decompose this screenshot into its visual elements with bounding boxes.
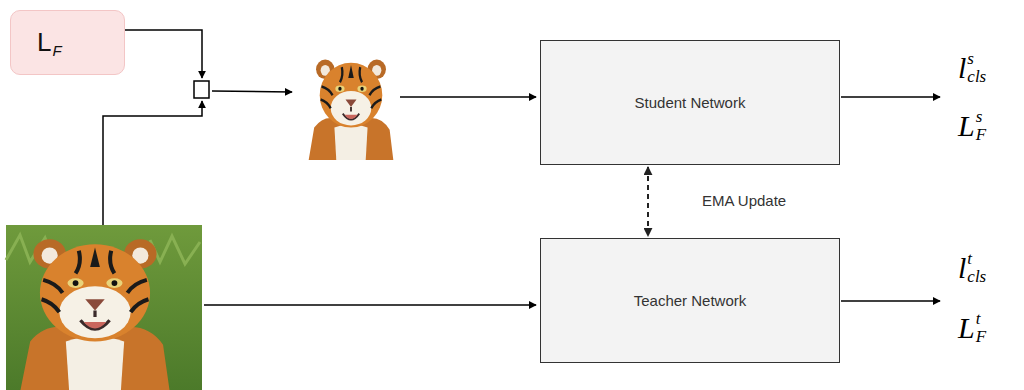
output-symbol: LtF bbox=[958, 310, 986, 346]
edge-label: EMA Update bbox=[700, 192, 788, 209]
process-box: Teacher Network bbox=[540, 238, 840, 363]
superscript: s bbox=[976, 108, 986, 126]
output-symbol: lscls bbox=[958, 50, 986, 86]
tiger-photo bbox=[6, 225, 202, 390]
loss-symbol: L bbox=[37, 27, 51, 58]
symbol-base: l bbox=[958, 253, 966, 283]
tiger-crop bbox=[305, 50, 397, 162]
superscript: t bbox=[976, 310, 986, 328]
subscript: cls bbox=[967, 268, 986, 286]
box-title: Teacher Network bbox=[634, 292, 747, 309]
script-stack: sF bbox=[976, 108, 986, 144]
ema-connector bbox=[647, 167, 649, 236]
superscript: t bbox=[967, 250, 986, 268]
wire bbox=[841, 300, 940, 302]
output-symbol: LsF bbox=[958, 108, 986, 144]
wire bbox=[841, 96, 940, 98]
wire bbox=[204, 304, 536, 306]
script-stack: tcls bbox=[967, 250, 986, 286]
wire bbox=[103, 101, 202, 225]
mask-operator bbox=[194, 81, 209, 98]
script-stack: scls bbox=[967, 50, 986, 86]
script-stack: tF bbox=[976, 310, 986, 346]
box-title: Student Network bbox=[635, 94, 746, 111]
wire bbox=[212, 91, 292, 92]
symbol-base: L bbox=[958, 111, 975, 141]
subscript: F bbox=[976, 328, 986, 346]
subscript: F bbox=[976, 126, 986, 144]
wire bbox=[400, 96, 536, 98]
wire bbox=[125, 30, 202, 78]
symbol-base: l bbox=[958, 53, 966, 83]
process-box: Student Network bbox=[540, 40, 840, 165]
superscript: s bbox=[967, 50, 986, 68]
loss-box: LF bbox=[10, 10, 125, 75]
output-symbol: ltcls bbox=[958, 250, 986, 286]
symbol-base: L bbox=[958, 313, 975, 343]
subscript: cls bbox=[967, 68, 986, 86]
loss-subscript: F bbox=[52, 42, 61, 59]
